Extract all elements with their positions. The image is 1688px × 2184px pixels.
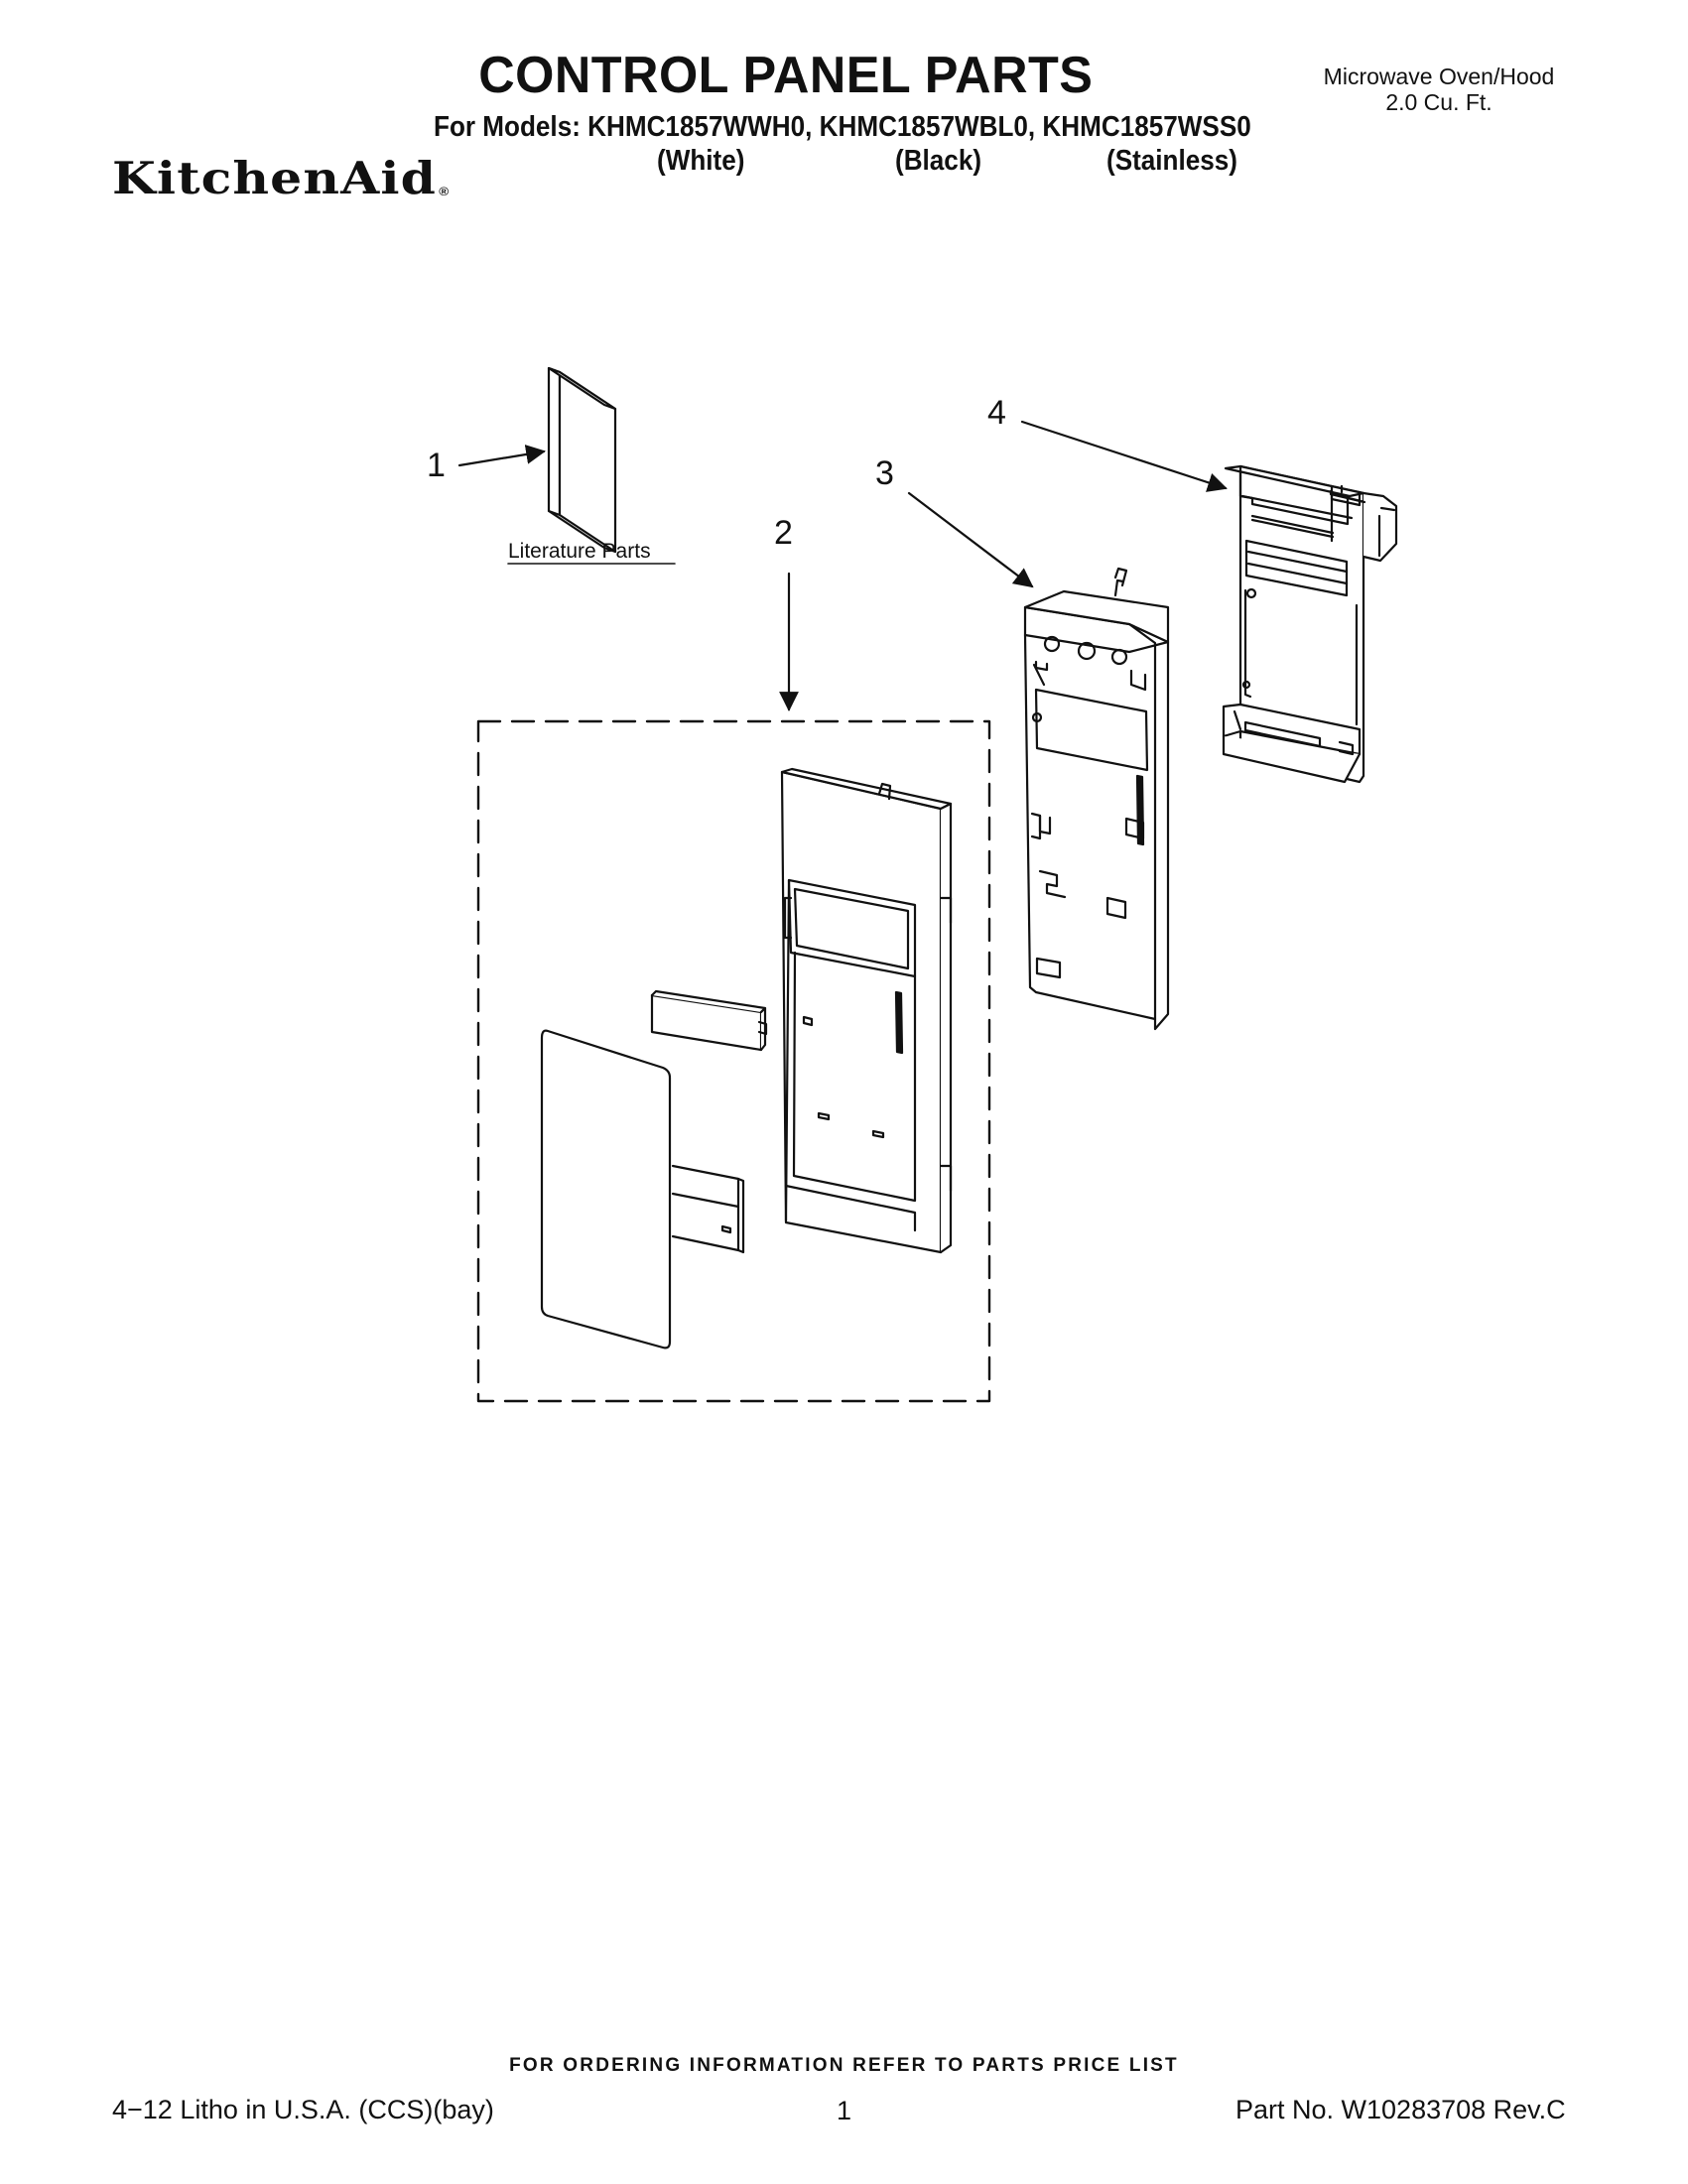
callout-2: 2 [774,514,793,552]
callout-4: 4 [987,394,1006,432]
literature-booklet [547,366,617,554]
part-number: Part No. W10283708 Rev.C [1235,2095,1566,2124]
product-capacity: 2.0 Cu. Ft. [1385,89,1493,115]
page-title: CONTROL PANEL PARTS [478,47,1094,104]
control-panel-frame [780,767,953,1254]
callout-1-leader [457,445,546,467]
literature-parts-label: Literature Parts [508,540,651,563]
callout-3-leader [907,491,1034,588]
product-description: Microwave Oven/Hood 2.0 Cu. Ft. [1280,64,1598,115]
brand-logo: KitchenAid® [112,152,450,204]
display-lens [650,989,768,1052]
callout-4-leader [1020,420,1228,492]
callout-1: 1 [427,447,446,484]
mounting-bracket [1023,567,1170,1031]
electronic-control-board [1222,464,1398,784]
page-number: 1 [837,2096,852,2125]
brand-name: KitchenAid [112,152,437,204]
litho-info: 4−12 Litho in U.S.A. (CCS)(bay) [112,2095,494,2124]
model-numbers: For Models: KHMC1857WWH0, KHMC1857WBL0, … [434,111,1251,143]
callout-3: 3 [875,454,894,492]
product-type: Microwave Oven/Hood [1323,64,1555,89]
finish-white: (White) [657,145,745,177]
registered-mark: ® [439,185,451,198]
kit-boundary-box [476,719,991,1403]
ordering-information-note: FOR ORDERING INFORMATION REFER TO PARTS … [509,2055,1179,2076]
finish-black: (Black) [895,145,982,177]
keypad-membrane [540,1029,672,1349]
nameplate-strip [671,1164,745,1254]
finish-stainless: (Stainless) [1106,145,1238,177]
